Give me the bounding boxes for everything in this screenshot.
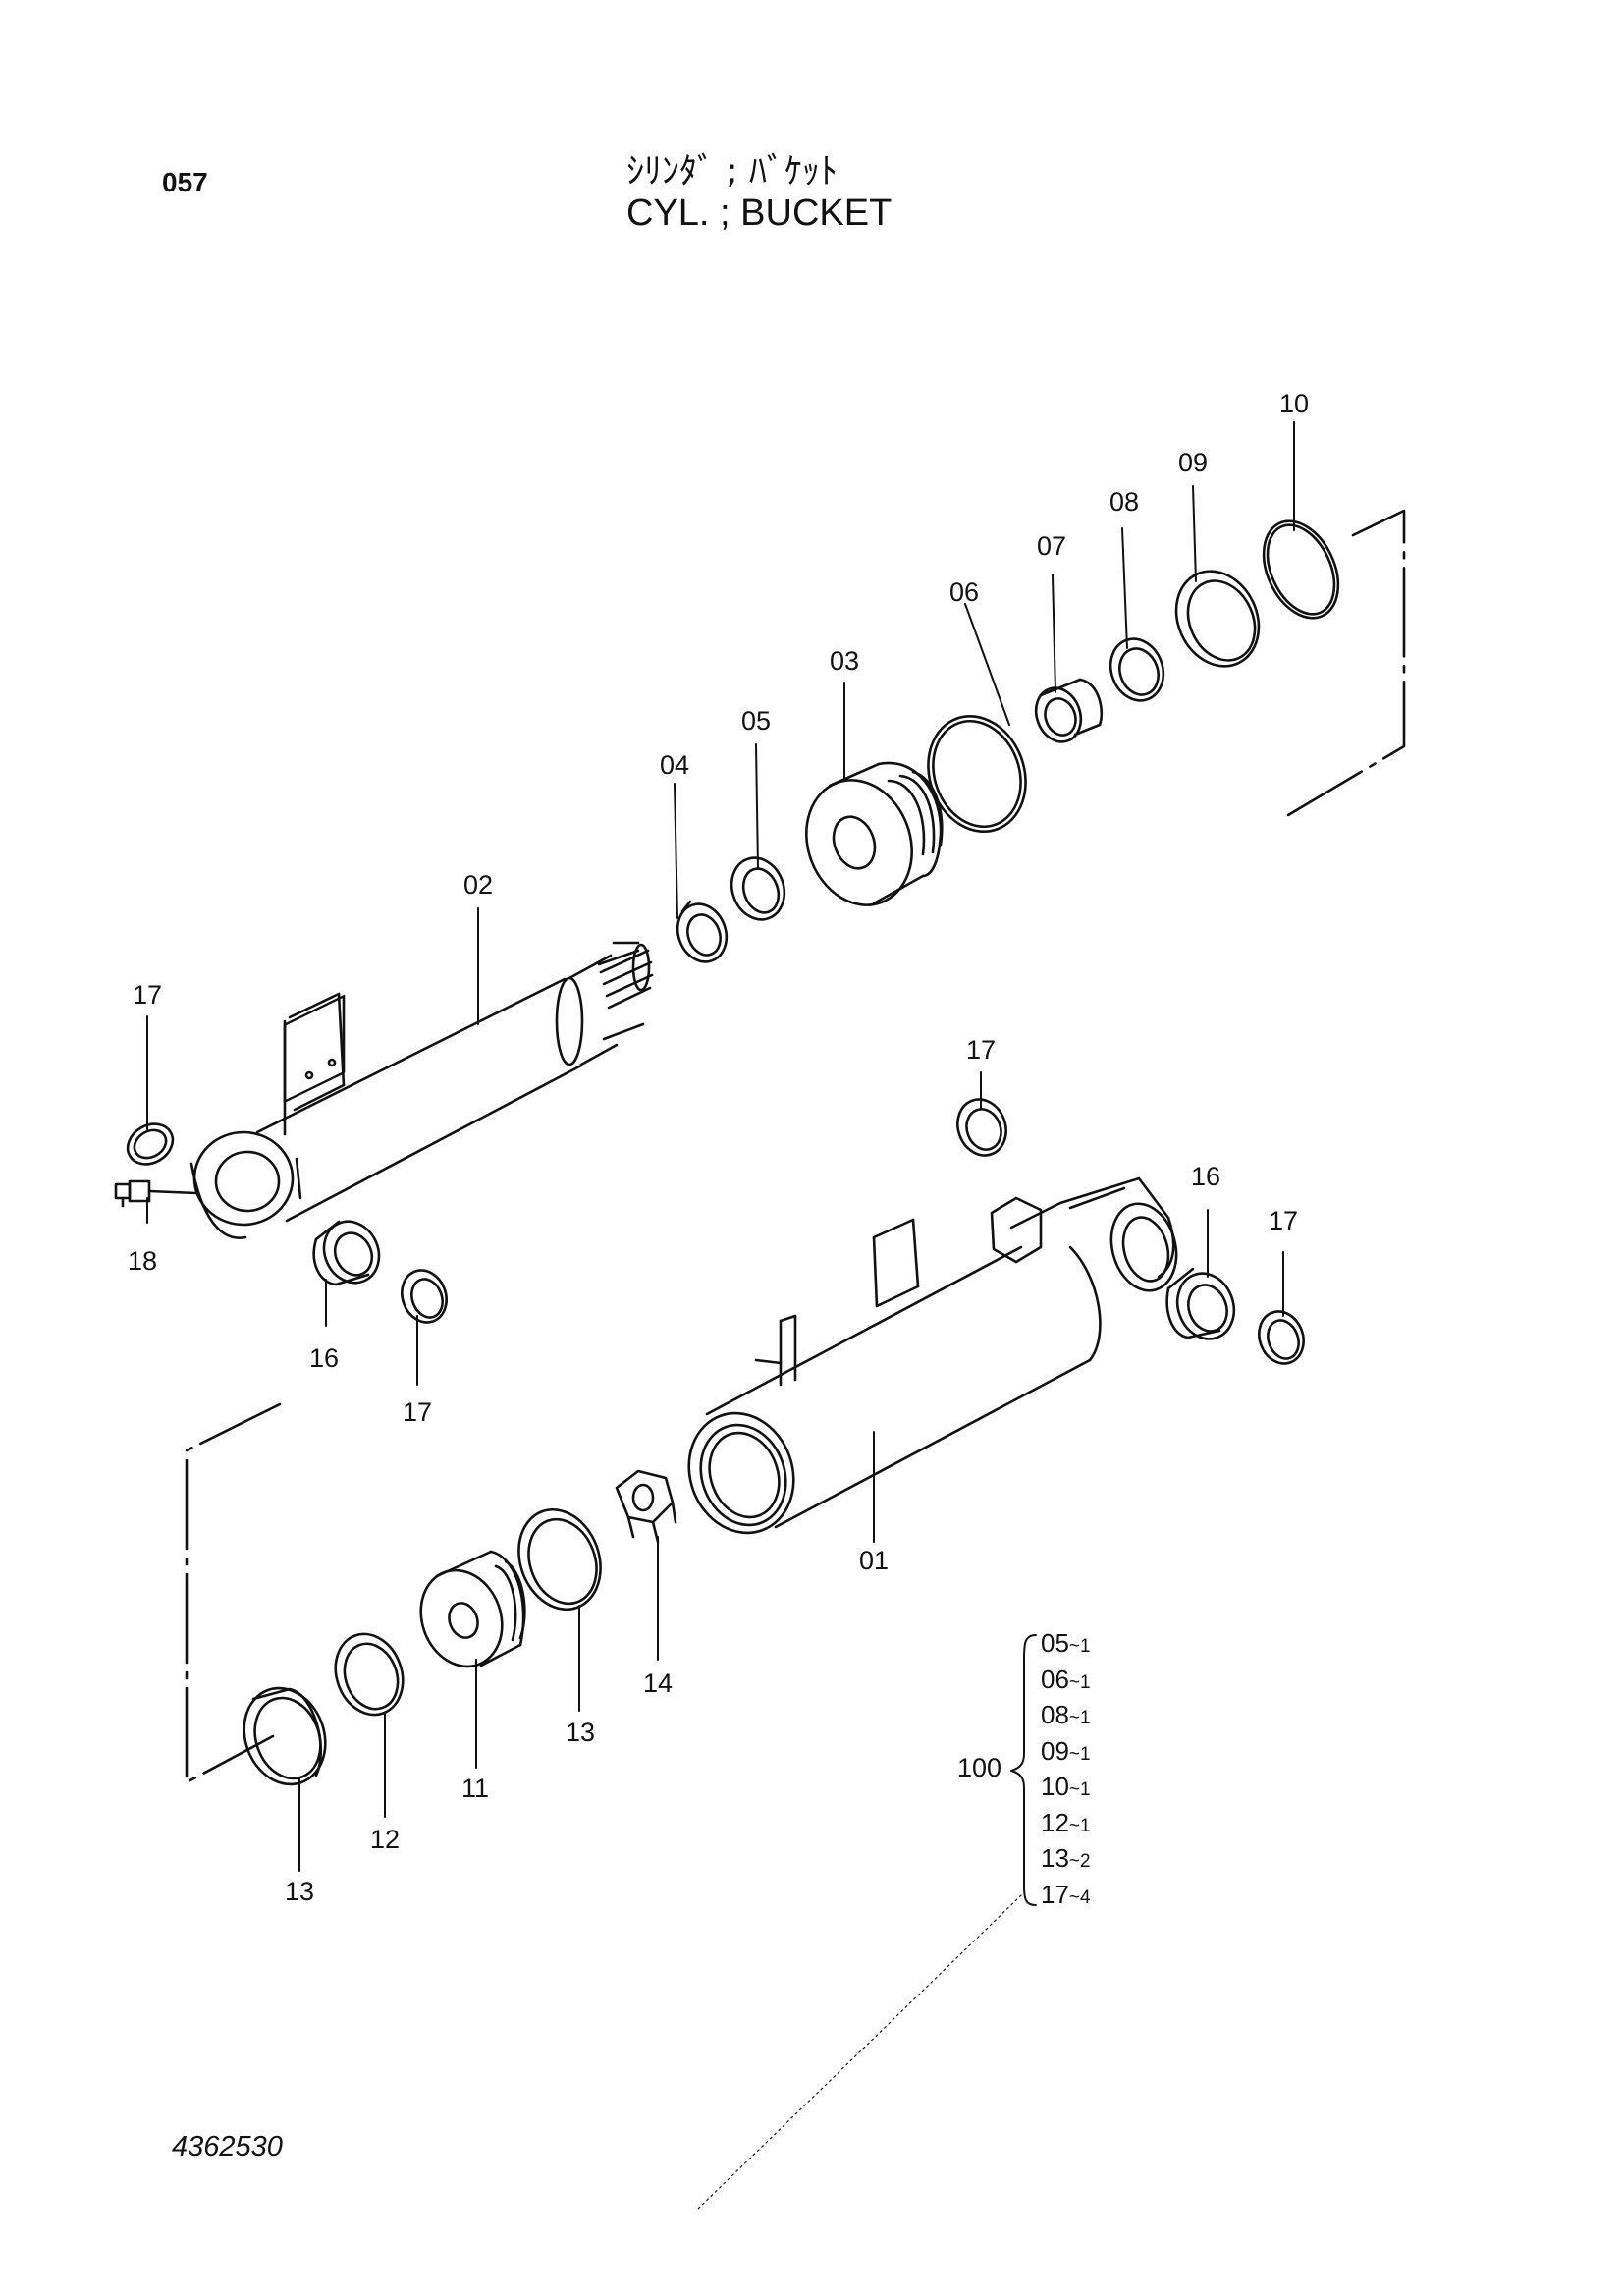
label-04: 04	[660, 750, 689, 780]
label-18: 18	[128, 1246, 157, 1276]
dust-seal-ring-rod-left	[126, 1122, 175, 1166]
label-06: 06	[949, 577, 979, 607]
lock-nut	[615, 1469, 677, 1544]
seal-kit-item: 06~1	[1041, 1664, 1091, 1694]
cylinder-tube	[687, 1176, 1178, 1535]
seal-kit: 100 05~1 06~1 08~1 09~1 10~1 12~1 13~2 1…	[957, 1625, 1154, 1920]
backup-ring	[730, 856, 786, 921]
bushing-head	[1034, 678, 1104, 743]
label-10: 10	[1279, 389, 1309, 418]
bushing-tube	[1165, 1267, 1236, 1340]
seal-kit-number: 100	[957, 1753, 1002, 1782]
label-13-upper: 13	[566, 1718, 595, 1747]
wear-ring	[334, 1632, 405, 1717]
title-japanese: ｼﾘﾝﾀﾞ ; ﾊﾞｹｯﾄ	[626, 151, 839, 191]
backup-ring-head	[1174, 570, 1261, 668]
piston	[419, 1550, 526, 1668]
slide-ring-lower	[243, 1686, 327, 1786]
o-ring-outer	[1262, 519, 1340, 620]
label-09: 09	[1178, 448, 1208, 477]
page-number: 057	[162, 167, 208, 197]
grease-nipple	[114, 1179, 198, 1208]
o-ring-head	[927, 714, 1027, 834]
label-16-rod: 16	[309, 1343, 339, 1373]
seal-kit-item: 13~2	[1041, 1843, 1091, 1873]
seal-kit-item: 05~1	[1041, 1628, 1091, 1658]
callout-labels: 01 02 03 04 05 06 07 08 09 10 11 12 13 1…	[128, 389, 1309, 1906]
piston-rod	[189, 941, 654, 1239]
bushing-rod	[312, 1220, 381, 1286]
label-03: 03	[830, 646, 859, 676]
label-17-tube-right: 17	[1269, 1206, 1298, 1235]
seal-kit-item: 08~1	[1041, 1700, 1091, 1729]
label-17-tube-top: 17	[966, 1035, 996, 1065]
label-05: 05	[741, 706, 771, 736]
seal-kit-item: 17~4	[1041, 1879, 1091, 1909]
label-02: 02	[463, 870, 493, 900]
dust-seal-ring-tube-right	[1258, 1310, 1305, 1365]
seal-kit-item: 09~1	[1041, 1735, 1091, 1766]
dust-seal-ring-tube-top	[956, 1098, 1007, 1157]
label-12: 12	[370, 1825, 400, 1854]
seal-kit-item: 10~1	[1041, 1772, 1091, 1801]
label-08: 08	[1109, 487, 1139, 517]
label-01: 01	[859, 1546, 889, 1575]
seal-kit-list: 05~1 06~1 08~1 09~1 10~1 12~1 13~2 17~4	[1041, 1625, 1091, 1912]
assembly-guide-lines	[185, 509, 1406, 1784]
label-13-lower: 13	[285, 1877, 314, 1906]
label-16-tube: 16	[1191, 1162, 1220, 1191]
rod-seal	[1109, 637, 1165, 702]
cylinder-head	[805, 761, 944, 906]
seal-kit-item: 12~1	[1041, 1807, 1091, 1837]
dust-seal-ring-rod-right	[401, 1269, 448, 1324]
label-14: 14	[643, 1668, 673, 1698]
snap-ring	[676, 900, 729, 963]
title-english: CYL. ; BUCKET	[626, 192, 893, 234]
label-11: 11	[461, 1774, 489, 1803]
label-17-rod-right: 17	[403, 1397, 432, 1427]
label-07: 07	[1037, 531, 1066, 561]
leader-lines	[146, 421, 1295, 2211]
seal-kit-brace	[1010, 1634, 1037, 1906]
label-17-rod-left: 17	[133, 980, 162, 1010]
slide-ring-upper	[517, 1507, 602, 1612]
drawing-number: 4362530	[172, 2131, 283, 2162]
